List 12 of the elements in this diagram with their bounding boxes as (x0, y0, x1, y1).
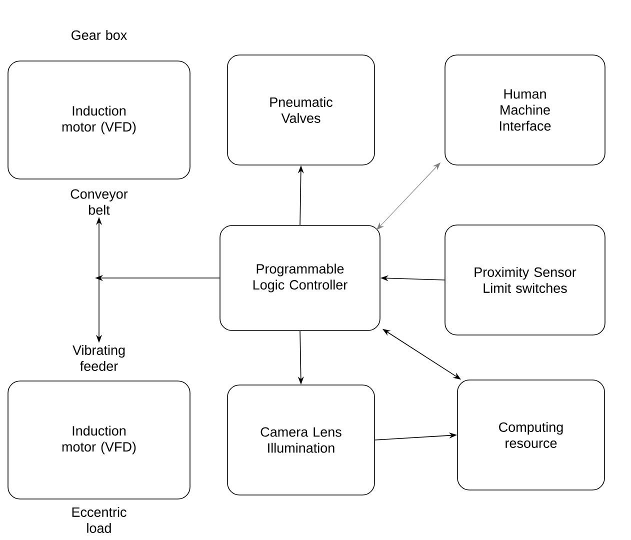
beside-label: Eccentric load (72, 507, 126, 533)
process-box: Proximity Sensor Limit switches (444, 224, 606, 336)
beside-label: Vibrating feeder (72, 345, 125, 371)
beside-label: Conveyor belt (70, 189, 128, 215)
process-box: Induction motor (VFD) (8, 380, 190, 500)
beside-label: Gear box (72, 30, 127, 40)
process-box: Programmable Logic Controller (220, 225, 380, 331)
process-box: Computing resource (457, 380, 605, 490)
process-box: Human Machine Interface (444, 54, 606, 166)
process-box: Pneumatic Valves (227, 54, 375, 166)
process-box: Induction motor (VFD) (8, 60, 190, 180)
process-box: Camera Lens Illumination (227, 384, 375, 496)
